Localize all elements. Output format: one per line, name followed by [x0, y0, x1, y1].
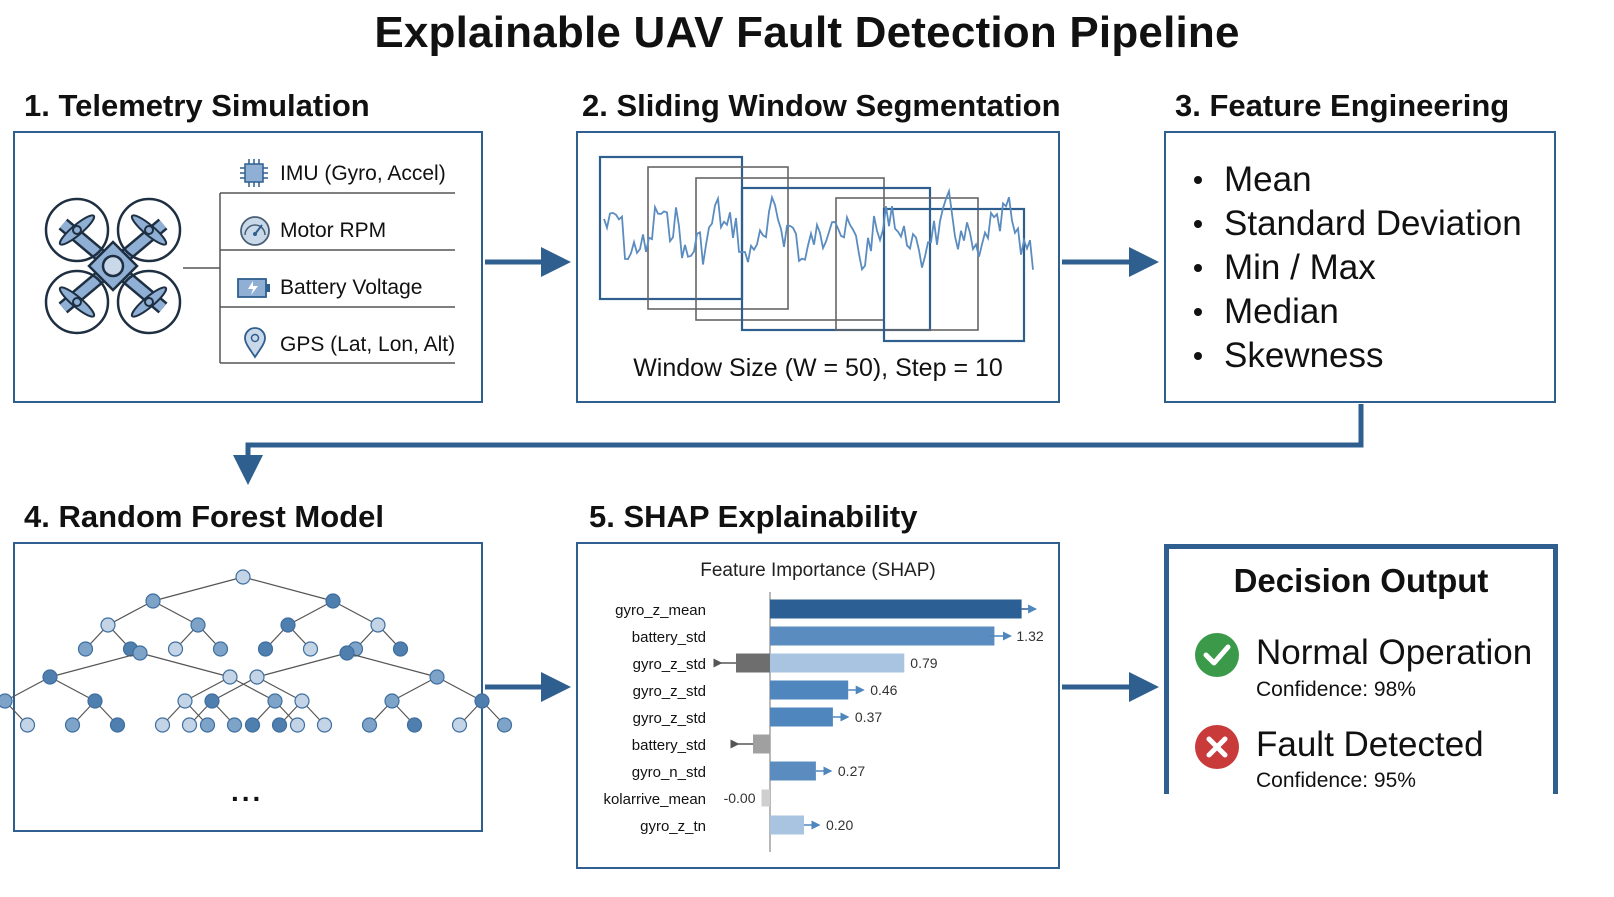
shap-chart-title: Feature Importance (SHAP) [700, 560, 936, 581]
decision-title: Decision Output [1233, 562, 1489, 599]
stage-2-heading: 2. Sliding Window Segmentation [582, 88, 1061, 123]
bullet-icon [1194, 176, 1202, 184]
feature-item: Skewness [1190, 334, 1522, 378]
normal-operation-label: Normal Operation [1256, 633, 1533, 672]
stage-3-heading: 3. Feature Engineering [1175, 88, 1510, 123]
bullet-icon [1194, 264, 1202, 272]
feature-item: Mean [1190, 158, 1522, 202]
arrow-3-to-4 [233, 404, 1364, 485]
x-circle-icon [1194, 724, 1240, 775]
feature-list: Mean Standard Deviation Min / Max Median… [1190, 158, 1522, 378]
bullet-icon [1194, 352, 1202, 360]
stage-1-heading: 1. Telemetry Simulation [24, 88, 370, 123]
tree-edge [0, 700, 6, 708]
feature-item: Median [1190, 290, 1522, 334]
bullet-icon [1194, 220, 1202, 228]
sensor-gps-label: GPS (Lat, Lon, Alt) [280, 333, 456, 356]
fault-detected-label: Fault Detected [1256, 725, 1484, 764]
feature-item: Standard Deviation [1190, 202, 1522, 246]
page-title: Explainable UAV Fault Detection Pipeline [374, 8, 1240, 57]
check-circle-icon [1194, 632, 1240, 683]
sensor-motor-label: Motor RPM [280, 219, 387, 242]
tree-node [496, 717, 513, 733]
decision-panel [1164, 544, 1558, 794]
features-panel [1164, 131, 1556, 403]
sensor-battery-label: Battery Voltage [280, 276, 423, 299]
stage-5-heading: 5. SHAP Explainability [589, 499, 918, 534]
bullet-icon [1194, 308, 1202, 316]
stage-4-heading: 4. Random Forest Model [24, 499, 384, 534]
sensor-imu-label: IMU (Gyro, Accel) [280, 162, 446, 185]
window-caption: Window Size (W = 50), Step = 10 [633, 354, 1003, 382]
tree-node [0, 693, 13, 709]
tree-edge [481, 700, 505, 726]
decision-frame [1164, 544, 1558, 794]
shap-panel [576, 542, 1060, 869]
fault-confidence: Confidence: 95% [1256, 769, 1416, 792]
tree-ellipsis: ... [231, 776, 264, 807]
normal-confidence: Confidence: 98% [1256, 678, 1416, 701]
feature-item: Min / Max [1190, 246, 1522, 290]
